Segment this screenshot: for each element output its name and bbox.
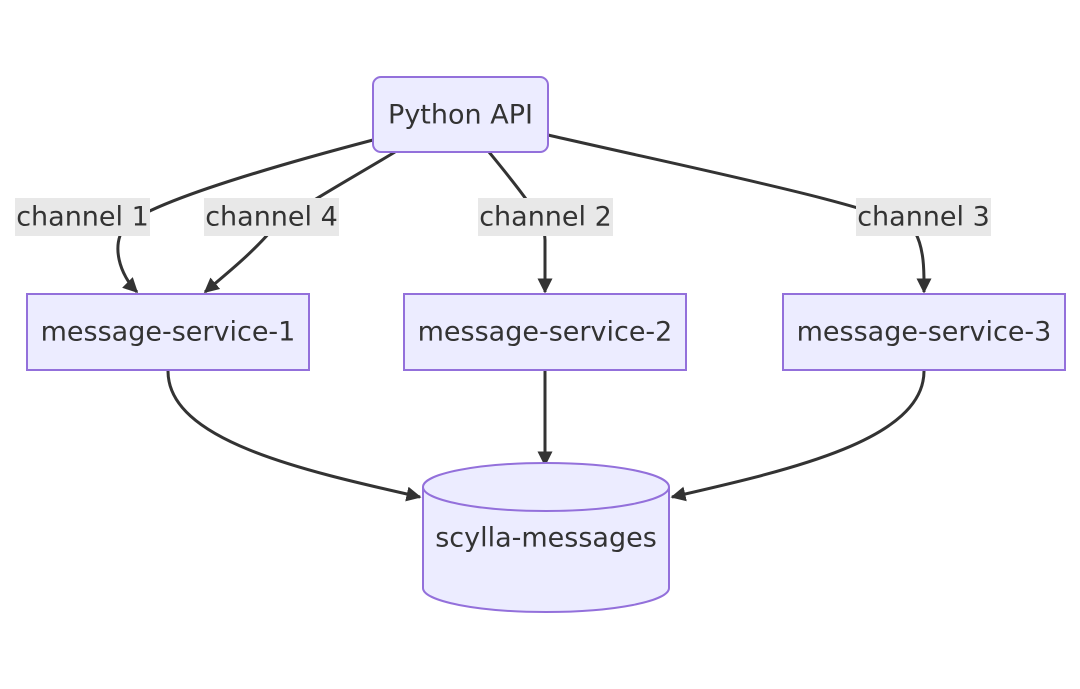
node-message-service-3-label: message-service-3 [797,317,1052,348]
edge-label-channel-4: channel 4 [204,198,339,236]
node-scylla-messages-database: scylla-messages [422,462,670,613]
node-python-api: Python API [372,76,549,153]
node-scylla-messages-label: scylla-messages [435,523,657,554]
edge-label-channel-1: channel 1 [15,198,150,236]
edge-label-channel-2-text: channel 2 [479,202,612,233]
edge-service-3-to-database [670,370,926,502]
edge-label-channel-3: channel 3 [856,198,991,236]
node-python-api-label: Python API [388,100,533,131]
edge-service-1-to-database [166,370,422,502]
node-message-service-2: message-service-2 [403,293,687,371]
node-message-service-3: message-service-3 [782,293,1066,371]
edge-label-channel-3-text: channel 3 [857,202,990,233]
node-message-service-2-label: message-service-2 [418,317,673,348]
node-message-service-1-label: message-service-1 [41,317,296,348]
edge-label-channel-2: channel 2 [478,198,613,236]
edge-label-channel-4-text: channel 4 [205,202,338,233]
edge-label-channel-1-text: channel 1 [16,202,149,233]
node-message-service-1: message-service-1 [26,293,310,371]
